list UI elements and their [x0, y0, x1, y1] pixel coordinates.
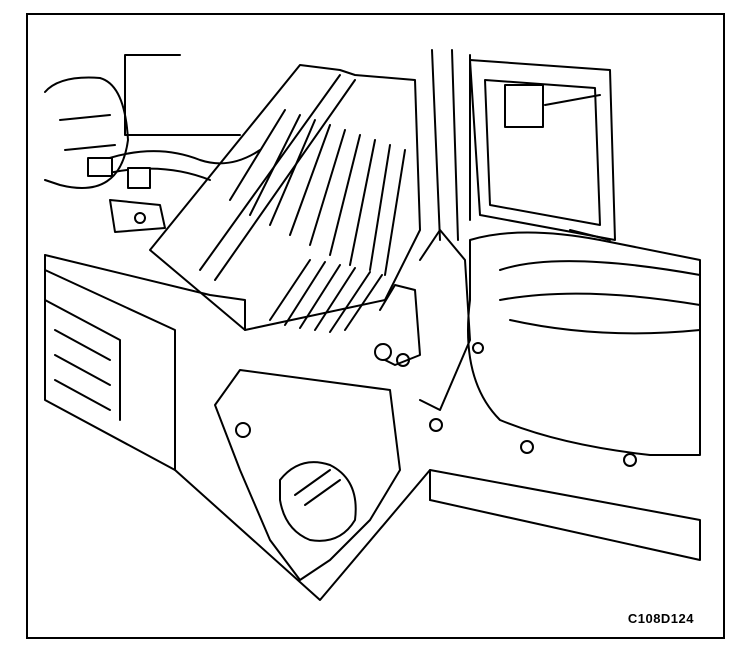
blower-wheel-face — [509, 319, 701, 335]
rear-housing-outline — [124, 54, 241, 136]
heater-core-tubes — [229, 109, 406, 276]
flange-tube-opening — [279, 461, 357, 542]
base-tray-top — [44, 254, 246, 331]
coolant-pipe — [379, 284, 421, 366]
actuator-linkage — [544, 94, 611, 241]
blower-bolt-3 — [623, 453, 637, 467]
figure-code: C108D124 — [627, 611, 694, 626]
connector-plug — [127, 167, 151, 189]
wire-harness — [89, 149, 261, 181]
figure-frame — [26, 13, 725, 639]
motor-shaft — [59, 114, 116, 151]
pipe-clamp-bolt — [374, 343, 392, 361]
actuator-block — [504, 84, 544, 128]
bracket-bolt — [134, 212, 146, 224]
case-opening-inner — [484, 79, 601, 226]
pipe-mount-rail — [419, 229, 471, 411]
blower-bolt-1 — [472, 342, 484, 354]
mounting-bracket — [109, 199, 166, 233]
flange-bolt-hole — [235, 422, 251, 438]
blower-wheel-rim — [499, 260, 701, 306]
blower-bolt-2 — [520, 440, 534, 454]
inlet-flange — [214, 369, 401, 581]
right-housing-edge — [431, 49, 471, 241]
connector — [87, 157, 113, 177]
blower-housing — [467, 231, 701, 456]
base-tray-front — [44, 254, 176, 471]
tray-slots — [54, 329, 111, 411]
tray-left-panel — [44, 299, 121, 421]
pipe-clamp-bolt-2 — [396, 353, 410, 367]
blower-bolt-4 — [429, 418, 443, 432]
base-plate — [174, 469, 701, 601]
heater-core-frame — [149, 64, 421, 331]
motor-housing — [44, 76, 129, 189]
heater-core-fins — [269, 259, 383, 333]
case-opening — [469, 59, 616, 241]
heater-core-divider — [199, 74, 356, 281]
pipe-fitting — [294, 469, 341, 506]
